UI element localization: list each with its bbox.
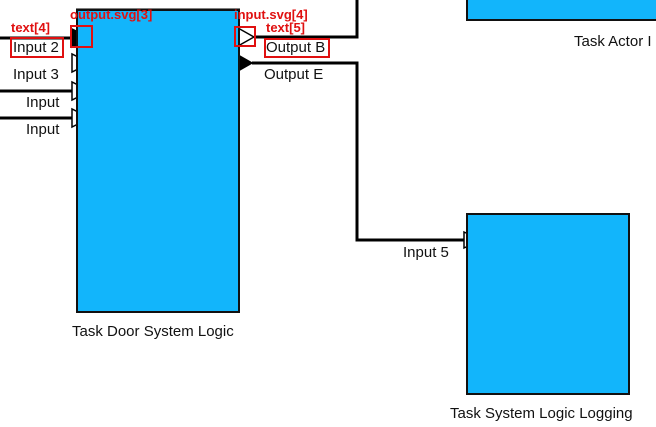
port-input-b-label: Input	[26, 121, 60, 138]
block-system-logic-logging[interactable]	[466, 213, 630, 395]
annotation-box-text-5	[264, 38, 330, 58]
annotation-tag-input-svg-4: input.svg[4]	[234, 7, 308, 22]
block-actor[interactable]	[466, 0, 656, 21]
block-door-system-logic-title: Task Door System Logic	[72, 323, 234, 340]
annotation-box-output-svg-3	[70, 25, 93, 48]
annotation-tag-output-svg-3: output.svg[3]	[70, 7, 153, 22]
wire-output-b	[256, 0, 359, 39]
port-output-e-label: Output E	[264, 66, 324, 83]
block-door-system-logic[interactable]	[76, 9, 240, 313]
port-input-2-label: Input 2	[13, 39, 59, 56]
port-input-a-label: Input	[26, 94, 60, 111]
port-input-5-label: Input 5	[403, 244, 449, 261]
annotation-tag-text-5: text[5]	[266, 20, 306, 35]
block-system-logic-logging-title: Task System Logic Logging	[450, 405, 633, 422]
port-input-3-label: Input 3	[13, 66, 59, 83]
annotation-box-input-svg-4	[234, 26, 256, 47]
block-actor-title: Task Actor I	[574, 33, 652, 50]
wire-output-e-to-input-5	[252, 61, 464, 242]
annotation-tag-text-4: text[4]	[11, 20, 51, 35]
port-output-b-label: Output B	[266, 39, 326, 56]
port-output-e-triangle[interactable]	[237, 53, 254, 73]
annotation-box-text-4	[10, 37, 64, 58]
